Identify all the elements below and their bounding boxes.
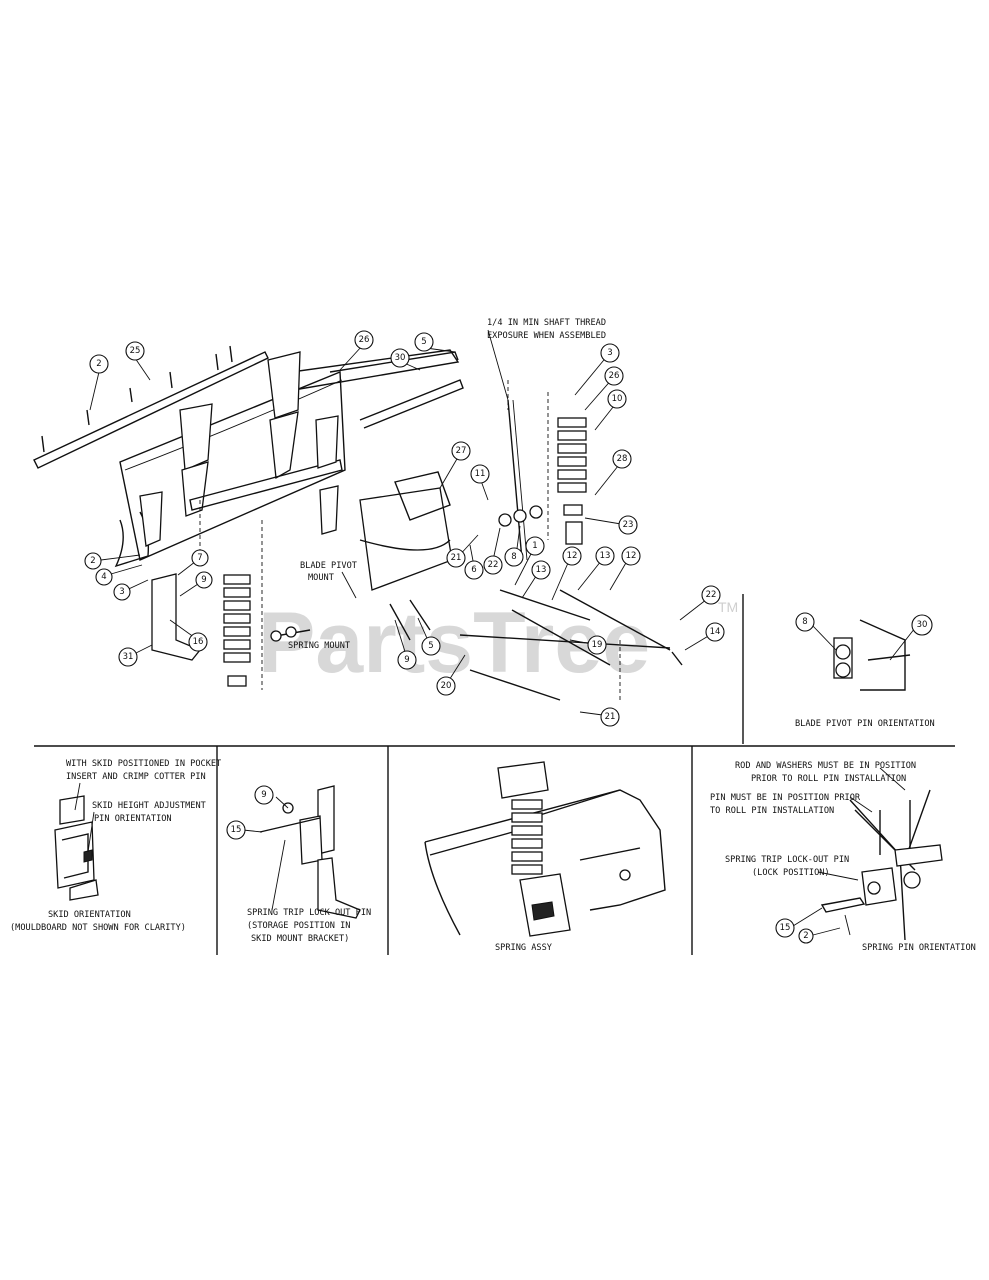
callout-1: 1 <box>532 541 537 551</box>
callout-12: 12 <box>567 551 578 561</box>
callout-9: 9 <box>201 575 206 585</box>
callout-7: 7 <box>197 553 202 563</box>
detail-blade-pivot-pin: 8 30 <box>795 612 933 691</box>
callout-5: 5 <box>421 337 426 347</box>
callout-13: 13 <box>536 565 547 575</box>
note-spring-mount: SPRING MOUNT <box>288 641 350 651</box>
detail-spring-assy <box>424 761 666 937</box>
callout-3: 3 <box>607 348 612 358</box>
callout-30-detail: 30 <box>917 620 928 630</box>
callout-22: 22 <box>488 560 499 570</box>
detail-lockout-storage: 9 15 <box>226 785 361 919</box>
callout-25: 25 <box>130 346 141 356</box>
callouts-main: 2 25 26 5 30 3 26 10 28 23 27 11 6 8 21 … <box>84 330 725 727</box>
callout-12b: 12 <box>626 551 637 561</box>
note-rod-washers-2: PRIOR TO ROLL PIN INSTALLATION <box>751 774 906 784</box>
note-pin-position-2: TO ROLL PIN INSTALLATION <box>710 806 834 816</box>
callout-11: 11 <box>475 469 486 479</box>
callout-13b: 13 <box>600 551 611 561</box>
spring-assy-coils <box>511 799 543 875</box>
callout-3b: 3 <box>119 587 124 597</box>
callout-26b: 26 <box>609 371 620 381</box>
note-skid-height-2: PIN ORIENTATION <box>94 814 172 824</box>
note-skid-insert-2: INSERT AND CRIMP COTTER PIN <box>66 772 206 782</box>
note-lockout-lock-2: (LOCK POSITION) <box>752 868 830 878</box>
label-spring-assy: SPRING ASSY <box>495 943 553 953</box>
note-shaft-thread-2: EXPOSURE WHEN ASSEMBLED <box>487 331 606 341</box>
callout-9-detail: 9 <box>261 790 266 800</box>
callout-21b: 21 <box>605 712 616 722</box>
callout-19: 19 <box>592 640 603 650</box>
note-lockout-storage-2: (STORAGE POSITION IN <box>247 921 350 931</box>
label-skid-orientation-1: SKID ORIENTATION <box>48 910 131 920</box>
callout-15-detail: 15 <box>231 825 242 835</box>
note-lockout-storage-3: SKID MOUNT BRACKET) <box>251 934 349 944</box>
left-spring-stack <box>223 574 251 687</box>
callout-31: 31 <box>123 652 134 662</box>
callout-26: 26 <box>359 335 370 345</box>
label-blade-pivot-pin-orientation: BLADE PIVOT PIN ORIENTATION <box>795 719 935 729</box>
callout-28: 28 <box>617 454 628 464</box>
note-skid-insert-1: WITH SKID POSITIONED IN POCKET <box>66 759 221 769</box>
note-pin-position-1: PIN MUST BE IN POSITION PRIOR <box>710 793 861 803</box>
note-shaft-thread-1: 1/4 IN MIN SHAFT THREAD <box>487 318 606 328</box>
callout-5b: 5 <box>428 641 433 651</box>
note-blade-pivot-mount-1: BLADE PIVOT <box>300 561 357 571</box>
note-lockout-storage-1: SPRING TRIP LOCK-OUT PIN <box>247 908 371 918</box>
callout-30: 30 <box>395 353 406 363</box>
callout-21: 21 <box>451 553 462 563</box>
detail-spring-pin-orientation: 15 2 <box>775 767 943 944</box>
note-rod-washers-1: ROD AND WASHERS MUST BE IN POSITION <box>735 761 916 771</box>
callout-2b: 2 <box>90 556 95 566</box>
detail-skid-orientation <box>54 795 99 901</box>
main-exploded-view <box>33 345 683 701</box>
label-spring-pin-orientation: SPRING PIN ORIENTATION <box>862 943 976 953</box>
callout-22b: 22 <box>706 590 717 600</box>
callout-16: 16 <box>193 637 204 647</box>
watermark-trademark: TM <box>718 599 738 615</box>
note-skid-height-1: SKID HEIGHT ADJUSTMENT <box>92 801 206 811</box>
note-lockout-lock-1: SPRING TRIP LOCK-OUT PIN <box>725 855 849 865</box>
callout-4: 4 <box>101 572 106 582</box>
callout-8-detail: 8 <box>802 617 807 627</box>
note-blade-pivot-mount-2: MOUNT <box>308 573 334 583</box>
callout-9b: 9 <box>404 655 409 665</box>
callout-23: 23 <box>623 520 634 530</box>
callout-6: 6 <box>471 565 476 575</box>
callout-15-pin: 15 <box>780 923 791 933</box>
callout-10: 10 <box>612 394 623 404</box>
label-skid-orientation-2: (MOULDBOARD NOT SHOWN FOR CLARITY) <box>10 923 186 933</box>
callout-20: 20 <box>441 681 452 691</box>
callout-27: 27 <box>456 446 467 456</box>
callout-2: 2 <box>96 359 101 369</box>
callout-2-pin: 2 <box>803 931 808 941</box>
right-spring-stack <box>557 417 587 545</box>
callout-14: 14 <box>710 627 721 637</box>
callout-8: 8 <box>511 552 516 562</box>
